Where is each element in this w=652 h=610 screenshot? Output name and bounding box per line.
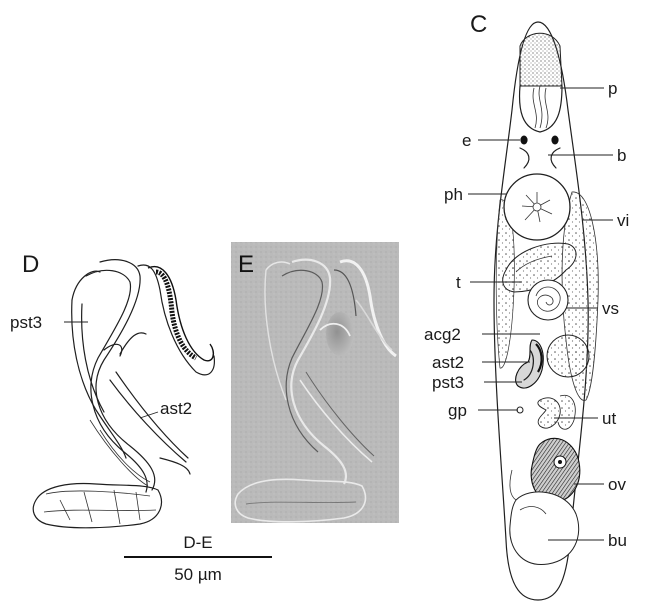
uterus-shape — [537, 397, 561, 429]
panel-label-e: E — [238, 251, 254, 278]
label-ast2: ast2 — [432, 353, 464, 372]
label-gp: gp — [448, 401, 467, 420]
label-acg2: acg2 — [424, 325, 461, 344]
label-b: b — [617, 146, 626, 165]
accessory-gland — [546, 334, 590, 378]
scale-bar-value: 50 µm — [174, 565, 222, 584]
bursa-shape — [509, 491, 580, 565]
label-ph: ph — [444, 185, 463, 204]
label-vi: vi — [617, 211, 629, 230]
scale-bar-caption: D-E — [183, 533, 212, 552]
panel-d-drawing — [32, 259, 215, 529]
label-bu: bu — [608, 531, 627, 550]
label-ast2-d: ast2 — [160, 399, 192, 418]
label-t: t — [456, 273, 461, 292]
label-ut: ut — [602, 409, 616, 428]
panel-label-c: C — [470, 11, 487, 38]
label-pst3-d: pst3 — [10, 313, 42, 332]
panel-label-d: D — [22, 251, 39, 278]
eye-right-icon — [551, 135, 559, 145]
seminal-vesicle — [527, 279, 569, 321]
eye-left-icon — [520, 135, 528, 145]
panel-e-micrograph — [231, 242, 399, 523]
label-pst3-c: pst3 — [432, 373, 464, 392]
testis-shape — [502, 242, 577, 293]
label-ov: ov — [608, 475, 626, 494]
label-vs: vs — [602, 299, 619, 318]
panel-c-drawing — [468, 21, 613, 601]
label-e: e — [462, 131, 471, 150]
label-p: p — [608, 79, 617, 98]
